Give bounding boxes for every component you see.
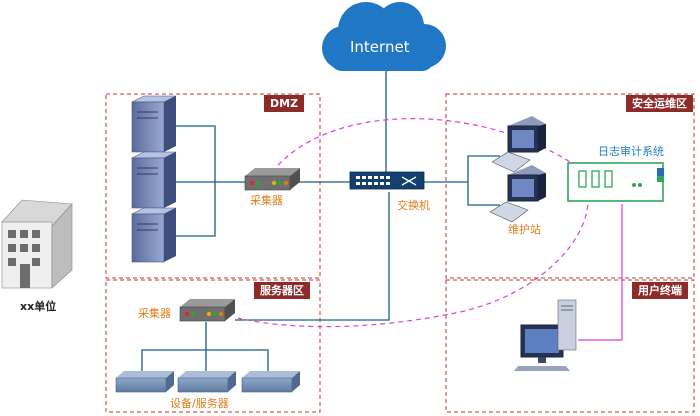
workstation-icon [489, 165, 546, 223]
zone-tag-dmz: DMZ [264, 95, 305, 112]
link-station-bus [467, 155, 500, 206]
zone-borders [105, 93, 695, 413]
collector-dmz-label: 采集器 [250, 194, 283, 207]
devices-servers-label: 设备/服务器 [170, 397, 229, 410]
server-icon [131, 151, 177, 209]
zone-server-border [105, 279, 321, 413]
device-box-icon [115, 371, 174, 393]
cloud-icon [322, 2, 446, 71]
device-box-icon [241, 371, 300, 393]
zone-tag-user: 用户终端 [632, 282, 688, 299]
link-switch-collector2 [235, 192, 390, 321]
zone-tag-server: 服务器区 [254, 282, 310, 299]
zone-dmz-border [105, 93, 321, 279]
collector-icon [179, 299, 235, 322]
workstation-icon [491, 116, 546, 173]
collector-icon [244, 168, 300, 191]
link-servers-bus [176, 125, 216, 237]
link-device-bus [141, 349, 269, 371]
zone-user-border [445, 279, 695, 413]
audit-appliance-icon [567, 162, 664, 202]
switch-label: 交换机 [397, 199, 430, 212]
log-loop-dashed [237, 118, 589, 328]
link-audit-pc [578, 204, 623, 341]
server-icon [131, 207, 177, 263]
zone-security-border [445, 93, 695, 279]
zone-tag-security: 安全运维区 [626, 95, 693, 112]
device-box-icon [177, 371, 236, 393]
log-audit-label: 日志审计系统 [598, 145, 664, 158]
unit-label: xx单位 [20, 300, 57, 313]
network-links [141, 70, 500, 371]
desktop-pc-icon [514, 299, 577, 371]
internet-label: Internet [350, 38, 410, 56]
switch-icon [349, 171, 425, 190]
log-links [237, 118, 623, 341]
collector-server-label: 采集器 [138, 307, 171, 320]
server-icon [131, 95, 177, 153]
maintenance-station-label: 维护站 [508, 223, 541, 236]
building-icon [1, 199, 73, 289]
